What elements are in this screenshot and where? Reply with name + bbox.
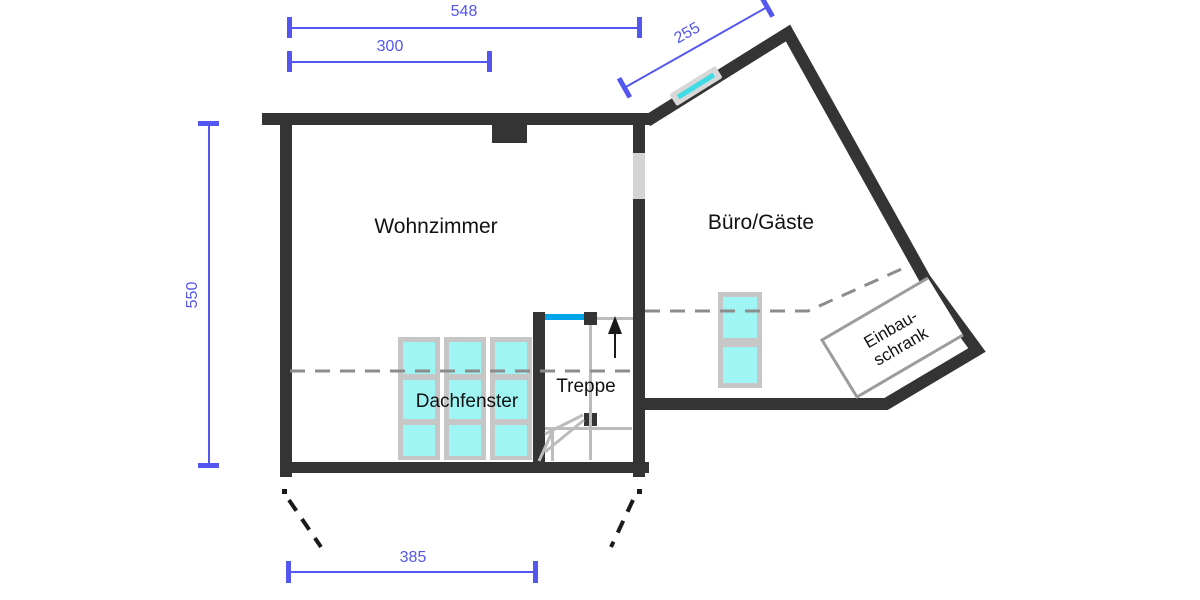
- stair-glass-rail: [545, 314, 585, 320]
- knee-line-office: [645, 265, 907, 313]
- section-marks: [282, 489, 642, 549]
- roof-knee-lines: [290, 265, 907, 373]
- stair-treads: [537, 317, 633, 462]
- wall-top: [262, 113, 651, 125]
- stair-direction-arrow: [608, 316, 622, 334]
- chimney-block: [492, 124, 527, 143]
- dim-total-width-value: 548: [451, 3, 478, 20]
- dim-living-width: 300: [287, 38, 492, 72]
- wall-divider: [633, 125, 645, 477]
- dim-living-width-value: 300: [377, 38, 404, 55]
- section-dot-right: [637, 489, 642, 494]
- dormer-window: [670, 66, 722, 106]
- label-living-room: Wohnzimmer: [374, 215, 497, 238]
- roof-window-pane: [449, 342, 481, 374]
- dim-angled-wall-value: 255: [671, 19, 703, 47]
- wall-stairs: [533, 312, 545, 462]
- dim-total-height: 550: [184, 121, 219, 468]
- dim-total-width: 548: [287, 3, 642, 38]
- roof-window-pane: [495, 380, 527, 419]
- wall-bottom: [280, 462, 649, 473]
- roof-window-pane: [449, 380, 481, 419]
- walls: [262, 113, 651, 477]
- roof-window-pane: [495, 342, 527, 374]
- label-roof-windows: Dachfenster: [416, 391, 519, 412]
- label-office-guest: Büro/Gäste: [708, 211, 814, 234]
- roof-window-pane: [495, 425, 527, 456]
- closet-outline: [819, 276, 964, 400]
- staircase: [537, 312, 633, 462]
- roof-window-pane: [403, 342, 435, 374]
- office-window-pane: [723, 297, 757, 338]
- office-window-pane: [723, 347, 757, 383]
- dim-bottom-width: 385: [286, 549, 538, 583]
- window-panes: [403, 297, 757, 456]
- section-line-left: [287, 498, 323, 549]
- roof-window-pane: [403, 425, 435, 456]
- label-stairs: Treppe: [556, 376, 616, 397]
- dim-bottom-width-value: 385: [400, 549, 427, 566]
- roof-window-pane: [403, 380, 435, 419]
- dormer-window-glass: [676, 72, 716, 100]
- angled-walls: [640, 24, 986, 410]
- roof-window-pane: [449, 425, 481, 456]
- section-dot-left: [282, 489, 287, 494]
- stair-post-top: [584, 312, 597, 325]
- wall-left: [280, 113, 292, 477]
- dim-total-height-value: 550: [184, 282, 201, 309]
- door-opening: [633, 153, 645, 199]
- section-line-right: [609, 499, 635, 548]
